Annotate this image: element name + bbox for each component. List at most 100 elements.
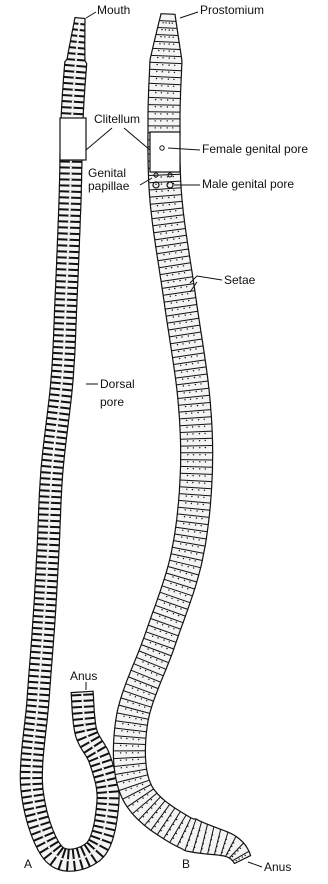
worm-b-seta-dot	[148, 821, 149, 822]
worm-a-dorsal-pore-dot	[69, 191, 71, 193]
worm-b-seta-dot	[219, 836, 220, 837]
worm-b-seta-dot	[177, 557, 178, 558]
worm-b-seta-dot	[162, 204, 163, 205]
worm-b-seta-dot	[177, 309, 178, 310]
worm-b-seta-dot	[146, 700, 147, 701]
worm-b-seta-dot	[137, 786, 138, 787]
worm-b-seta-dot	[180, 245, 181, 246]
worm-b-seta-dot	[197, 503, 198, 504]
worm-b-seta-dot	[139, 705, 140, 706]
worm-a-dorsal-pore-dot	[39, 669, 41, 671]
worm-a-dorsal-pore-dot	[37, 699, 39, 701]
worm-b-seta-dot	[174, 197, 175, 198]
worm-b-seta-dot	[180, 571, 181, 572]
worm-b-seta-dot	[167, 106, 168, 107]
worm-b-seta-dot	[133, 795, 134, 796]
worm-b-seta-dot	[186, 573, 187, 574]
worm-a-dorsal-pore-dot	[48, 526, 50, 528]
worm-a-dorsal-pore-dot	[30, 771, 32, 773]
worm-a-dorsal-pore-dot	[52, 454, 54, 456]
worm-b-seta-dot	[238, 858, 239, 859]
worm-a-dorsal-pore-dot	[34, 807, 36, 809]
worm-a-dorsal-pore-dot	[31, 753, 33, 755]
worm-b-seta-dot	[153, 650, 154, 651]
worm-b-seta-dot	[174, 72, 175, 73]
worm-b-seta-dot	[127, 701, 128, 702]
worm-b-seta-dot	[174, 203, 175, 204]
worm-b-seta-dot	[132, 759, 133, 760]
worm-b-seta-dot	[192, 426, 193, 427]
worm-a-dorsal-pore-dot	[75, 59, 77, 61]
worm-a-dorsal-pore-dot	[35, 717, 37, 719]
worm-b-seta-dot	[187, 440, 188, 441]
worm-b-seta-dot	[186, 495, 187, 496]
worm-b-seta-dot	[229, 850, 230, 851]
worm-b-seta-dot	[172, 576, 173, 577]
worm-a-dorsal-pore-dot	[45, 841, 47, 843]
worm-b-seta-dot	[168, 282, 169, 283]
worm-b-seta-dot	[167, 275, 168, 276]
worm-b-seta-dot	[201, 390, 202, 391]
worm-a-dorsal-pore-dot	[48, 514, 50, 516]
worm-b-seta-dot	[198, 496, 199, 497]
worm-a-dorsal-pore-dot	[70, 167, 72, 169]
worm-b-seta-dot	[129, 694, 130, 695]
worm-b-seta-dot	[169, 50, 170, 51]
worm-b-seta-dot	[204, 475, 205, 476]
worm-a-dorsal-pore-dot	[49, 496, 51, 498]
worm-b-seta-dot	[146, 803, 147, 804]
worm-b-seta-dot	[140, 778, 141, 779]
label-setae: Setae	[224, 274, 255, 287]
worm-b-seta-dot	[186, 427, 187, 428]
worm-b-seta-dot	[174, 323, 175, 324]
worm-b-seta-dot	[159, 43, 160, 44]
worm-b-seta-dot	[201, 848, 202, 849]
worm-b-seta-dot	[165, 29, 166, 30]
worm-a-dorsal-pore-dot	[76, 47, 78, 49]
worm-b-seta-dot	[156, 674, 157, 675]
worm-b-seta-dot	[171, 635, 172, 636]
worm-b-seta-dot	[167, 834, 168, 835]
worm-b-seta-dot	[204, 837, 205, 838]
worm-b-seta-dot	[138, 746, 139, 747]
worm-b-seta-dot	[176, 302, 177, 303]
worm-b-seta-dot	[126, 752, 127, 753]
worm-b-seta-dot	[159, 653, 160, 654]
worm-b-seta-dot	[156, 78, 157, 79]
worm-b-seta-dot	[176, 337, 177, 338]
worm-b-seta-dot	[155, 803, 156, 804]
worm-b-seta-dot	[137, 810, 138, 811]
worm-b-seta-dot	[170, 296, 171, 297]
worm-b-seta-dot	[169, 641, 170, 642]
worm-b-seta-dot	[191, 412, 192, 413]
worm-b-seta-dot	[187, 461, 188, 462]
worm-a-dorsal-pore-dot	[47, 550, 49, 552]
worm-b-seta-dot	[196, 510, 197, 511]
worm-a-dorsal-pore-dot	[32, 795, 34, 797]
worm-b-seta-dot	[161, 183, 162, 184]
worm-a-dorsal-pore-dot	[78, 23, 80, 25]
worm-b-seta-dot	[168, 71, 169, 72]
worm-b-seta-dot	[120, 745, 121, 746]
worm-b-seta-dot	[155, 826, 156, 827]
worm-b-seta-dot	[189, 559, 190, 560]
worm-b-seta-dot	[174, 65, 175, 66]
worm-b-seta-dot	[190, 399, 191, 400]
worm-b-seta-dot	[156, 64, 157, 65]
worm-b-seta-dot	[175, 252, 176, 253]
worm-b-seta-dot	[161, 646, 162, 647]
worm-b-seta-dot	[191, 321, 192, 322]
worm-a-dorsal-pore-dot	[51, 851, 53, 853]
worm-b-seta-dot	[202, 397, 203, 398]
worm-b-seta-dot	[157, 57, 158, 58]
worm-b-seta-dot	[187, 845, 188, 846]
worm-b-seta-dot	[198, 419, 199, 420]
worm-b-seta-dot	[183, 523, 184, 524]
worm-b-seta-dot	[131, 788, 132, 789]
worm-b-seta-dot	[182, 586, 183, 587]
worm-b-seta-dot	[142, 784, 143, 785]
clitellum-band-a	[60, 118, 86, 160]
worm-b-seta-dot	[190, 405, 191, 406]
worm-b-seta-dot	[161, 78, 162, 79]
worm-b-seta-dot	[126, 767, 127, 768]
